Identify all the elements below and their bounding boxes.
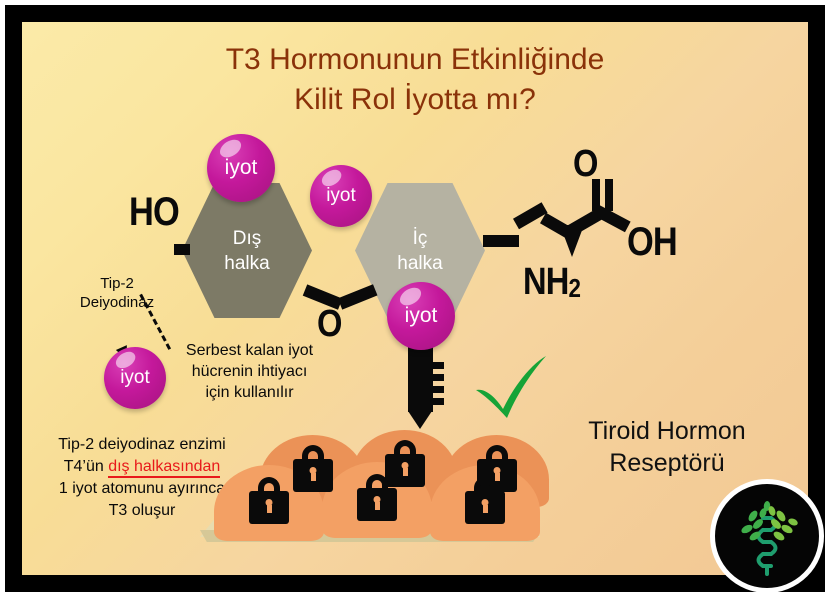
lock-keyhole <box>373 496 381 503</box>
lock-shackle <box>486 445 508 462</box>
label-carbonyl-oxygen: O <box>573 143 598 185</box>
outer-ring-label-2: halka <box>224 252 270 274</box>
iodine-sphere-key-head: iyot <box>387 282 455 350</box>
key-tooth <box>433 398 444 405</box>
lock-keyhole <box>493 467 501 474</box>
iodine-sphere-free: iyot <box>104 347 166 409</box>
iodine-sphere-outer-ring-right: iyot <box>310 165 372 227</box>
lock-icon <box>246 477 292 527</box>
iodine-sphere-outer-ring-top: iyot <box>207 134 275 202</box>
free-iodine-line-1: Serbest kalan iyot <box>185 342 314 359</box>
dna-tree-icon <box>741 501 798 576</box>
outer-ring-label-1: Dış <box>232 227 262 249</box>
lock-keyhole <box>401 462 409 469</box>
iodine-label: iyot <box>120 367 150 388</box>
explanation-line-2-prefix: T4’ün <box>63 458 104 475</box>
title-line-2: Kilit Rol İyotta mı? <box>294 83 536 116</box>
lock-keyhole <box>481 499 489 506</box>
key-tooth <box>433 386 444 393</box>
check-icon <box>476 356 546 418</box>
receptor-label-line-1: Tiroid Hormon <box>588 417 746 445</box>
key-shaft <box>408 340 433 412</box>
receptor-label-line-2: Reseptörü <box>609 449 725 477</box>
lock-shackle <box>302 445 324 462</box>
amine-subscript: 2 <box>568 273 581 303</box>
bond-ho-ring <box>174 244 190 255</box>
label-amine-nh2: NH2 <box>523 261 581 304</box>
free-iodine-line-3: için kullanılır <box>205 384 294 401</box>
lock-keyhole <box>309 467 317 474</box>
free-iodine-note: Serbest kalan iyot hücrenin ihtiyacı içi… <box>162 340 337 403</box>
enzyme-label-line-1: Tip-2 <box>100 275 134 292</box>
explanation-line-2: T4’ün dış halkasından <box>27 456 257 478</box>
explanation-line-4: T3 oluşur <box>108 502 176 519</box>
lock-shackle <box>394 440 416 457</box>
bond-ring-ch2 <box>483 235 519 247</box>
lock-icon <box>354 474 400 524</box>
lock-shackle <box>366 474 388 491</box>
poster-canvas: T3 Hormonunun Etkinliğinde Kilit Rol İyo… <box>22 22 808 575</box>
key-tip <box>408 411 432 429</box>
amine-text: NH <box>523 261 569 303</box>
label-ether-oxygen: O <box>317 303 342 345</box>
label-hydroxyl-oh: OH <box>627 220 678 264</box>
lock-icon <box>290 445 336 495</box>
enzyme-label-line-2: Deiyodinaz <box>79 294 155 311</box>
lock-icon <box>462 477 508 527</box>
title-line-1: T3 Hormonunun Etkinliğinde <box>225 43 605 76</box>
inner-ring-label-1: İç <box>412 227 428 249</box>
explanation-line-1: Tip-2 deiyodinaz enzimi <box>58 436 226 453</box>
enzyme-label: Tip-2 Deiyodinaz <box>52 274 182 312</box>
lock-shackle <box>258 477 280 494</box>
bond-ether-to-inner <box>337 284 378 310</box>
key-tooth <box>433 362 444 369</box>
brand-logo <box>710 479 824 593</box>
bond-wedge-nh2 <box>560 225 584 257</box>
iodine-label: iyot <box>224 156 258 179</box>
explanation-highlight: dış halkasından <box>108 458 221 478</box>
bond-carbonyl-a <box>592 179 600 211</box>
page-title: T3 Hormonunun Etkinliğinde Kilit Rol İyo… <box>22 40 808 120</box>
lock-shackle <box>474 477 496 494</box>
free-iodine-line-2: hücrenin ihtiyacı <box>191 363 308 380</box>
label-hydroxyl-ho: HO <box>129 190 180 234</box>
bond-carbonyl-b <box>605 179 613 211</box>
iodine-label: iyot <box>404 304 438 327</box>
key-tooth <box>433 374 444 381</box>
explanation-note: Tip-2 deiyodinaz enzimi T4’ün dış halkas… <box>27 434 257 522</box>
receptor-label: Tiroid Hormon Reseptörü <box>542 415 792 479</box>
inner-ring-label-2: halka <box>397 252 443 274</box>
lock-keyhole <box>265 499 273 506</box>
explanation-line-3: 1 iyot atomunu ayırınca <box>58 480 226 497</box>
iodine-label: iyot <box>326 185 356 206</box>
bond-ch2-up <box>513 202 548 230</box>
lock-icon <box>382 440 428 490</box>
outer-ring-hexagon: Dış halka <box>182 183 312 318</box>
